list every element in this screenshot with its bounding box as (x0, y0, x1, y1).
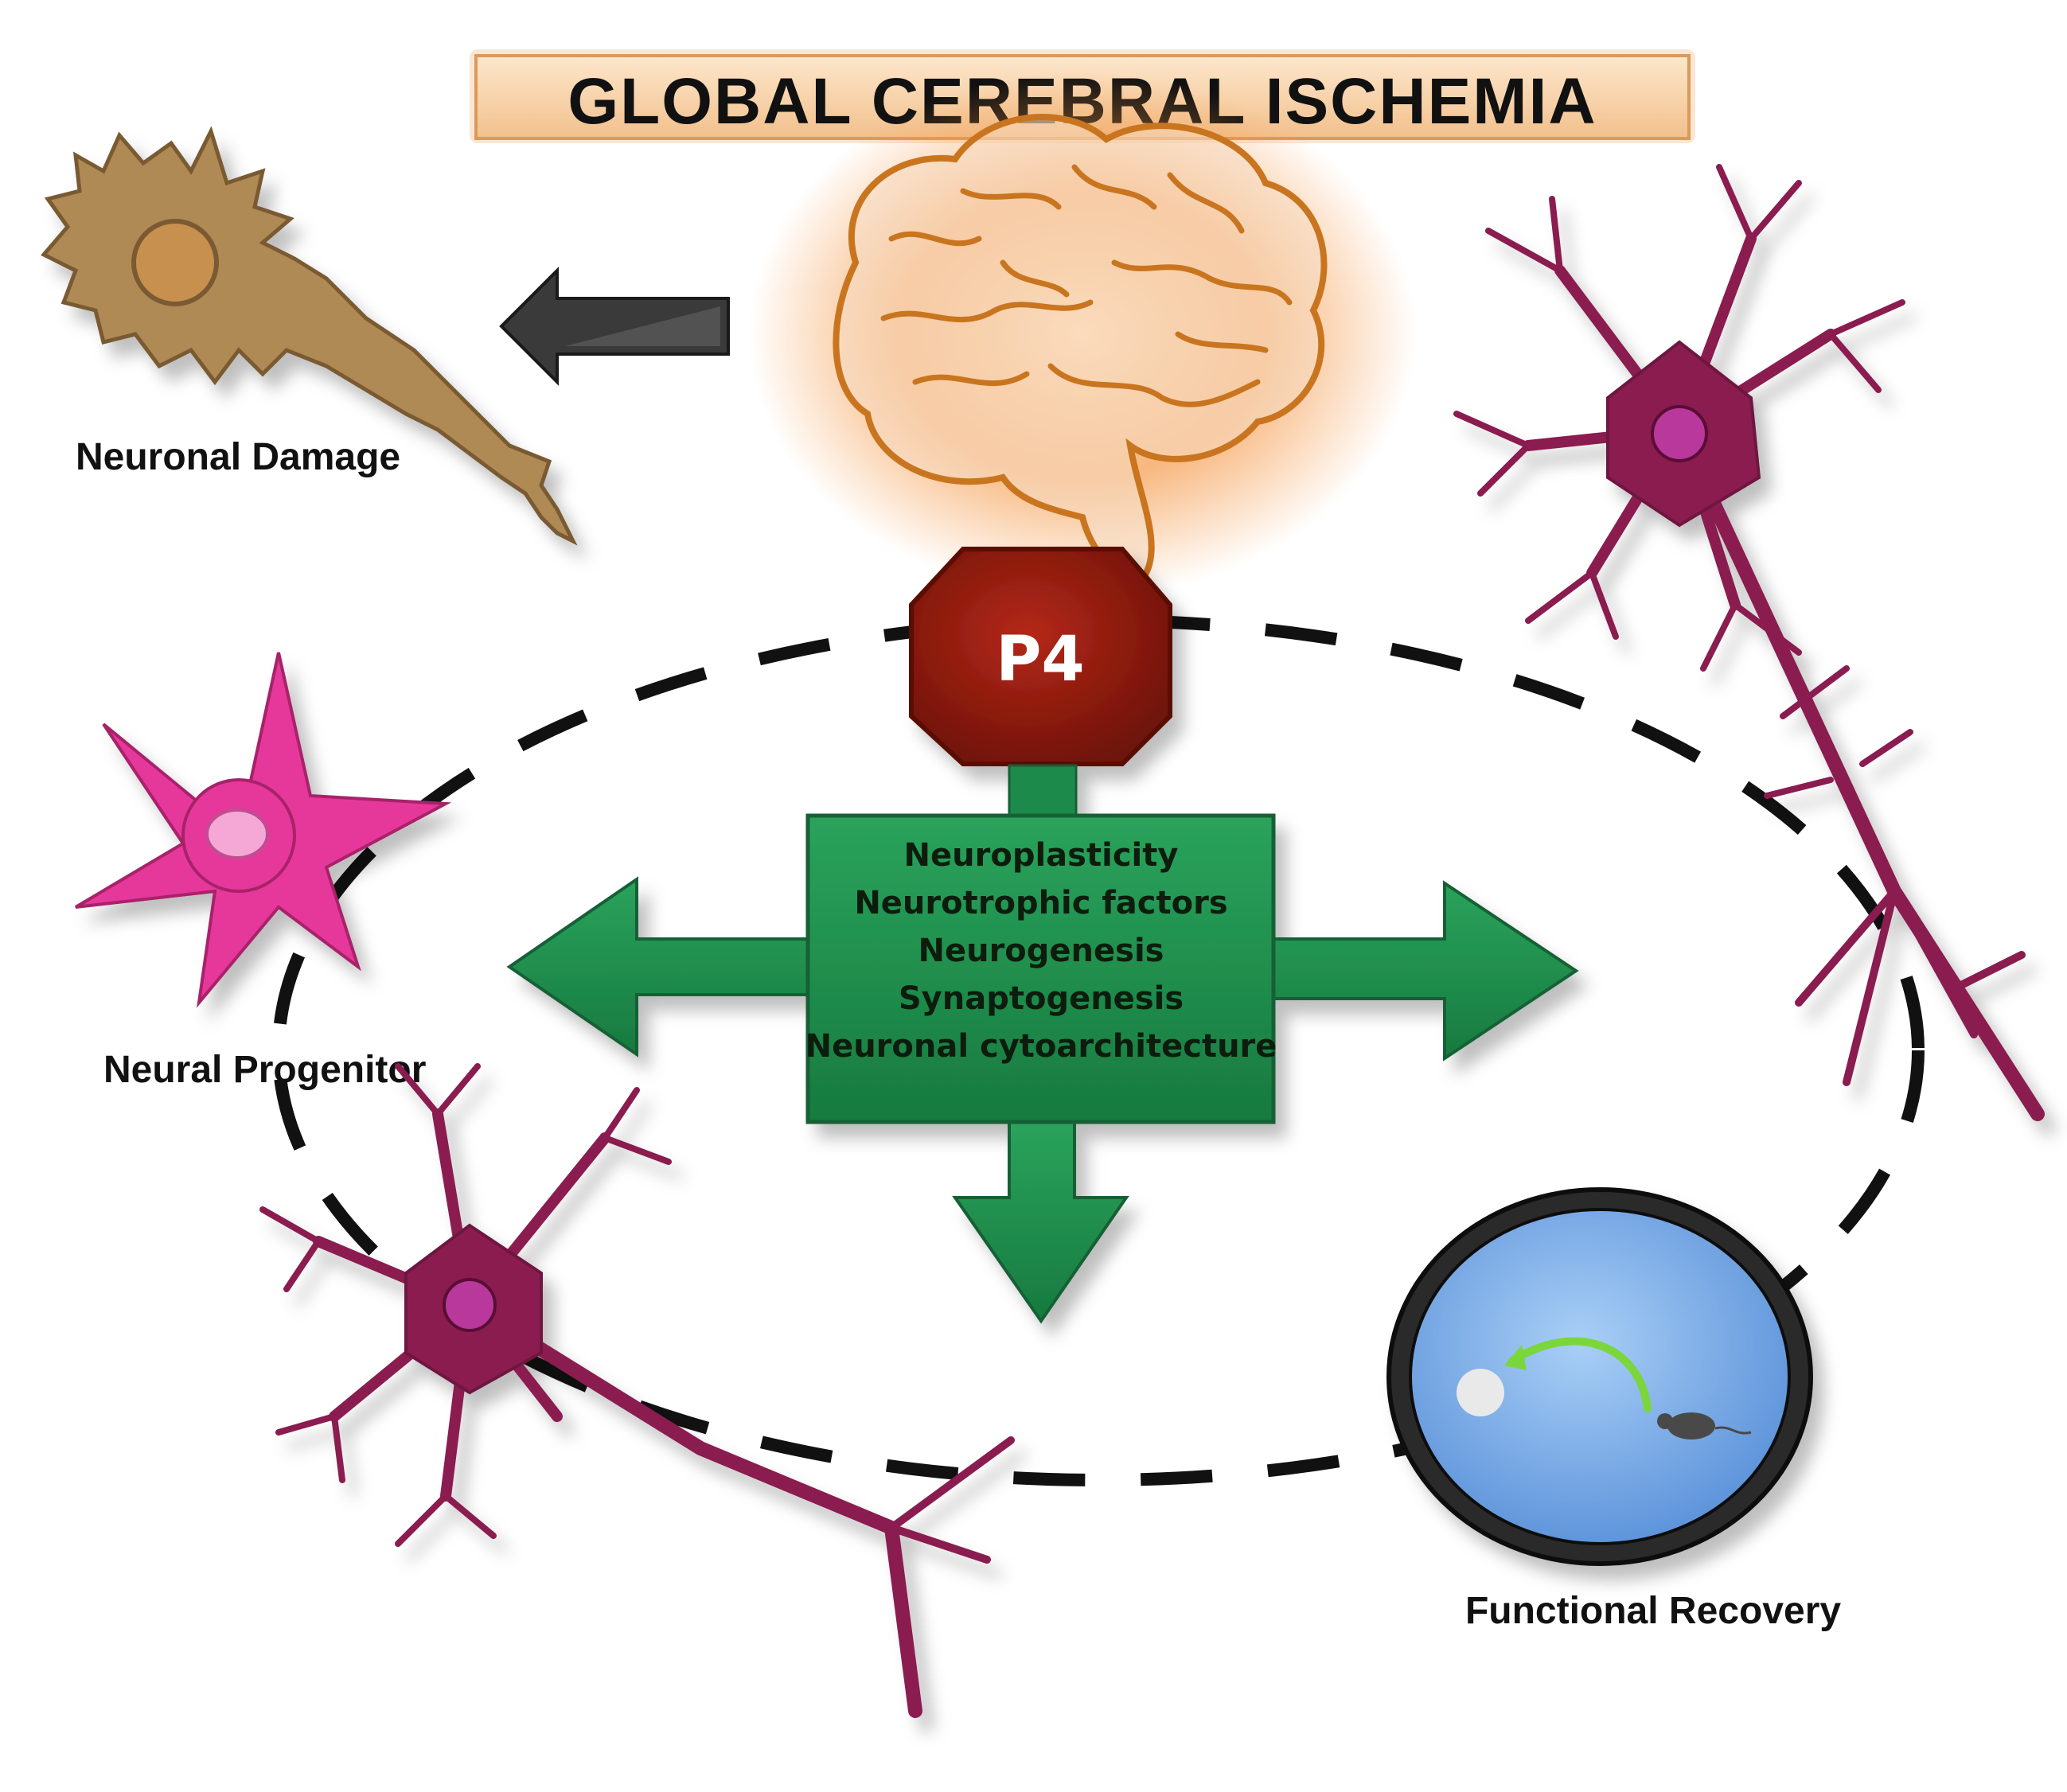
p4-label: P4 (996, 624, 1084, 695)
progenitor-cell-icon (74, 652, 452, 1008)
path-arrow-icon (1508, 1337, 1652, 1412)
recovery-cycle-path (272, 614, 1925, 1486)
effect-item: Neurogenesis (918, 933, 1164, 969)
label-neuronal-damage: Neuronal Damage (76, 436, 400, 478)
effect-item: Neuronal cytoarchitecture (805, 1028, 1277, 1065)
damaged-neuron-icon (41, 126, 578, 546)
water-maze-icon (1386, 1187, 1813, 1566)
brain-icon (748, 72, 1417, 597)
mouse-icon (1657, 1412, 1752, 1439)
label-functional-recovery: Functional Recovery (1465, 1590, 1841, 1632)
neuron-icon (259, 1063, 1015, 1718)
neuron-icon (1453, 164, 2045, 1121)
arrow-to-damage (499, 267, 730, 386)
effect-item: Neurotrophic factors (854, 885, 1227, 921)
p4-node: P4 (909, 547, 1172, 766)
effect-item: Neuroplasticity (904, 837, 1179, 874)
effects-block: Neuroplasticity Neurotrophic factors Neu… (506, 764, 1579, 1324)
effect-item: Synaptogenesis (899, 980, 1184, 1017)
label-neural-progenitor: Neural Progenitor (103, 1049, 426, 1091)
